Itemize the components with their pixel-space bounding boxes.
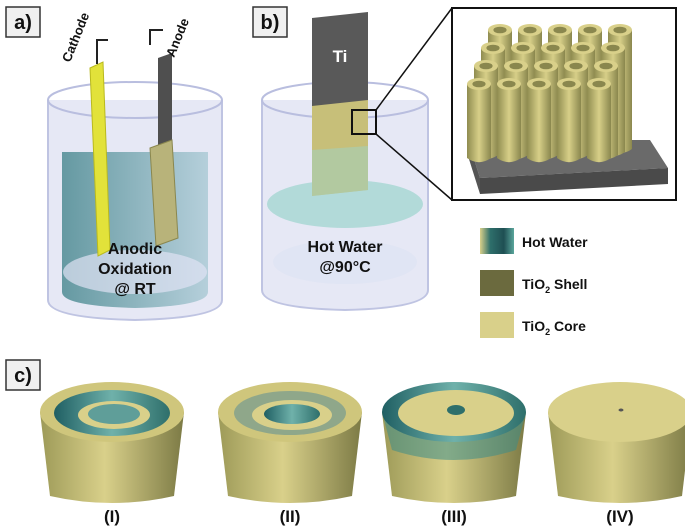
nanotube (497, 84, 521, 163)
beaker-a-bottom (63, 250, 207, 294)
nanotube-hole (486, 44, 500, 52)
substrate-front (480, 168, 668, 194)
hot-water-surface (267, 180, 423, 228)
panel-c-tag: c) (14, 365, 32, 387)
ti-label: Ti (333, 47, 348, 66)
nanotube-hole (592, 80, 606, 88)
cathode-electrode (89, 61, 111, 257)
cylinder-stage-2 (218, 382, 362, 503)
nanotube-hole (546, 44, 560, 52)
ti-plate (312, 12, 368, 112)
panel-b-caption-2: @90°C (319, 259, 371, 276)
anode-submerged (149, 139, 179, 247)
legend: Hot Water TiO2 Shell TiO2 Core (480, 228, 588, 338)
nanotube-hole (553, 26, 567, 34)
ti-plate-submerged (312, 146, 368, 196)
panel-c-tag-box (5, 359, 41, 391)
panel-b-caption-1: Hot Water (308, 239, 383, 256)
stage-label-3: (III) (441, 507, 467, 526)
cathode-wire (96, 39, 108, 64)
panel-a-tag-box (5, 6, 41, 38)
panel-a: a) Cathode Anode Anodic Oxidation @ RT (5, 6, 223, 322)
stage-label-1: (I) (104, 507, 120, 526)
panel-b: b) Ti Hot Water @90°C (252, 6, 453, 312)
nanotube-hole (569, 62, 583, 70)
nanotube-hole (613, 26, 627, 34)
nanotube-hole (599, 62, 613, 70)
legend-core-label: TiO2 Core (522, 318, 586, 337)
cathode-label: Cathode (59, 10, 92, 64)
nanotube-hole (576, 44, 590, 52)
nanotube-hole (523, 26, 537, 34)
nanotube (587, 84, 611, 163)
nanotube (467, 84, 491, 163)
zoom-line-top (375, 7, 453, 111)
nanotube-hole (493, 26, 507, 34)
panel-b-tag-box (252, 6, 288, 38)
anode-label: Anode (163, 16, 192, 59)
nanotube-hole (539, 62, 553, 70)
nanotube-hole (532, 80, 546, 88)
cylinder-stage-4 (548, 382, 685, 503)
nanotube-array (467, 24, 632, 163)
anode-electrode (158, 53, 172, 153)
legend-shell-swatch (480, 270, 514, 296)
panel-b-tag: b) (261, 12, 280, 34)
beaker-a-rim (47, 81, 223, 119)
nanotube (527, 84, 551, 163)
panel-c: c) (I) (5, 359, 685, 526)
panel-a-caption-2: Oxidation (98, 261, 172, 278)
cylinder-stage-1 (40, 382, 184, 503)
legend-shell-label: TiO2 Shell (522, 276, 587, 295)
nanotube-hole (606, 44, 620, 52)
legend-core-swatch (480, 312, 514, 338)
panel-a-caption-3: @ RT (114, 281, 156, 298)
beaker-b-bottom (273, 240, 417, 284)
nanotube-inset (451, 7, 677, 201)
panel-a-caption-1: Anodic (108, 241, 162, 258)
zoom-marker (351, 109, 377, 135)
anode-wire (149, 29, 163, 45)
nanotube-hole (509, 62, 523, 70)
legend-hot-water-label: Hot Water (522, 234, 588, 250)
stage-label-4: (IV) (606, 507, 633, 526)
zoom-line-bottom (375, 133, 453, 201)
nanotube-hole (583, 26, 597, 34)
nanotube-hole (479, 62, 493, 70)
cylinder-stage-3 (382, 382, 526, 503)
nanotube-hole (502, 80, 516, 88)
nanotube (557, 84, 581, 163)
legend-hot-water-swatch (480, 228, 514, 254)
panel-a-tag: a) (14, 12, 32, 34)
nanotube-hole (472, 80, 486, 88)
nanotube-hole (562, 80, 576, 88)
stage-label-2: (II) (280, 507, 301, 526)
nanotube-hole (516, 44, 530, 52)
